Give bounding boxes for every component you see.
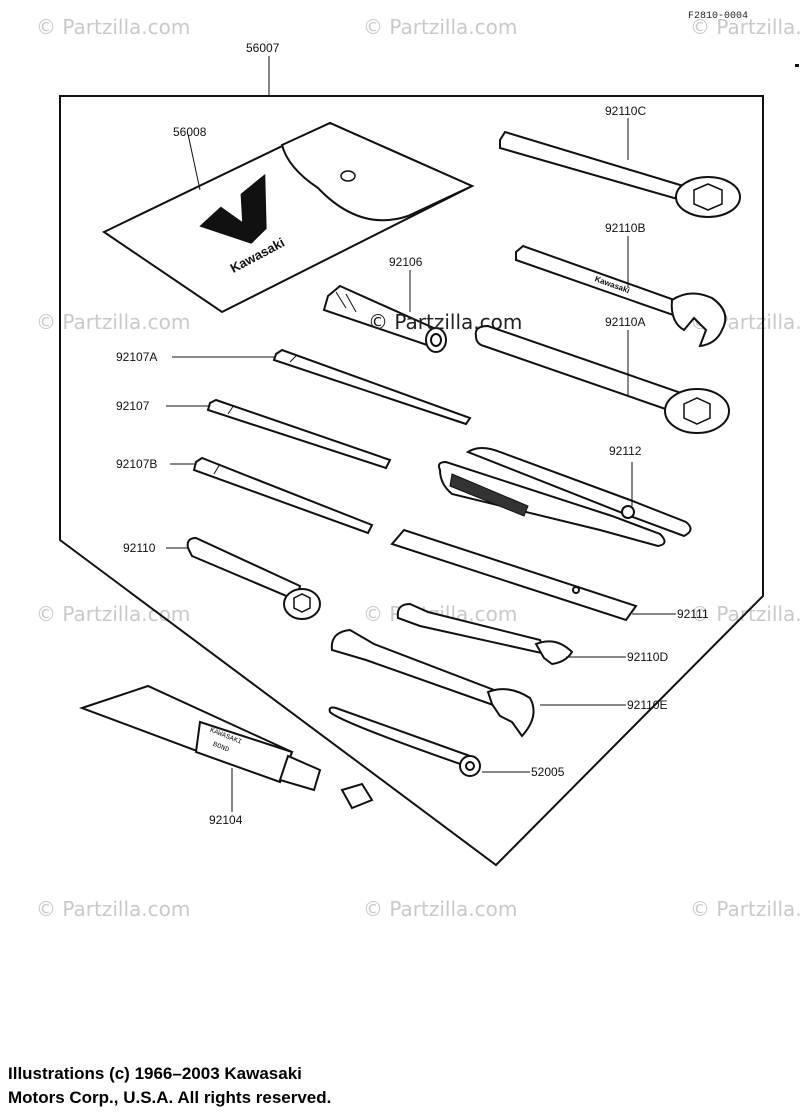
- part-number-56008: 56008: [173, 125, 207, 139]
- part-number-92110a: 92110A: [605, 315, 645, 329]
- watermark: © Partzilla.com: [363, 15, 517, 39]
- bond-tube-92104: KAWASAKI BOND: [78, 684, 374, 810]
- watermark: © Partzilla.com: [690, 15, 800, 39]
- watermark: © Partzilla.com: [36, 310, 190, 334]
- screwdriver-92107b: [192, 456, 374, 535]
- part-number-92112: 92112: [609, 444, 642, 458]
- kit-outline: [59, 95, 764, 867]
- pliers-92112: [437, 447, 692, 548]
- copyright-line-1: Illustrations (c) 1966–2003 Kawasaki: [8, 1064, 302, 1083]
- spark-plug-handle-92106: [322, 284, 447, 353]
- part-number-92111: 92111: [677, 607, 709, 621]
- watermark: © Partzilla.com: [363, 897, 517, 921]
- screwdriver-92107a: [272, 348, 472, 426]
- tool-pouch: Kawasaki: [102, 121, 475, 314]
- copyright-notice: Illustrations (c) 1966–2003 Kawasaki Mot…: [8, 1062, 528, 1110]
- part-number-92104: 92104: [209, 813, 243, 827]
- watermark: © Partzilla.com: [690, 897, 800, 921]
- copyright-line-2: Motors Corp., U.S.A. All rights reserved…: [8, 1088, 332, 1107]
- box-wrench-92110: [186, 536, 321, 620]
- figure-code: F2810-0004: [688, 11, 748, 22]
- wrench-92110b: Kawasaki: [515, 244, 727, 348]
- part-number-92107b: 92107B: [116, 457, 157, 471]
- part-number-92110b: 92110B: [605, 221, 645, 235]
- part-number-92110e: 92110E: [627, 698, 667, 712]
- part-number-92110: 92110: [123, 541, 156, 555]
- watermark: © Partzilla.com: [36, 602, 190, 626]
- scan-mark: [795, 64, 799, 67]
- wrench-92110d: [396, 602, 574, 666]
- wrench-92110e: [330, 628, 535, 738]
- wrench-92110a: [474, 324, 730, 434]
- watermark: © Partzilla.com: [36, 897, 190, 921]
- flat-bar-92111: [390, 528, 638, 622]
- part-number-92107: 92107: [116, 399, 150, 413]
- screwdriver-92107: [206, 398, 392, 470]
- wrench-92110c: [499, 130, 741, 218]
- part-number-92107a: 92107A: [116, 350, 157, 364]
- hex-tool-52005: [328, 706, 481, 777]
- part-number-92110c: 92110C: [605, 104, 646, 118]
- watermark: © Partzilla.com: [36, 15, 190, 39]
- leader-pouch: [187, 133, 201, 191]
- part-number-92106: 92106: [389, 255, 423, 269]
- part-number-56007: 56007: [246, 41, 280, 55]
- part-number-92110d: 92110D: [627, 650, 668, 664]
- part-number-52005: 52005: [531, 765, 565, 779]
